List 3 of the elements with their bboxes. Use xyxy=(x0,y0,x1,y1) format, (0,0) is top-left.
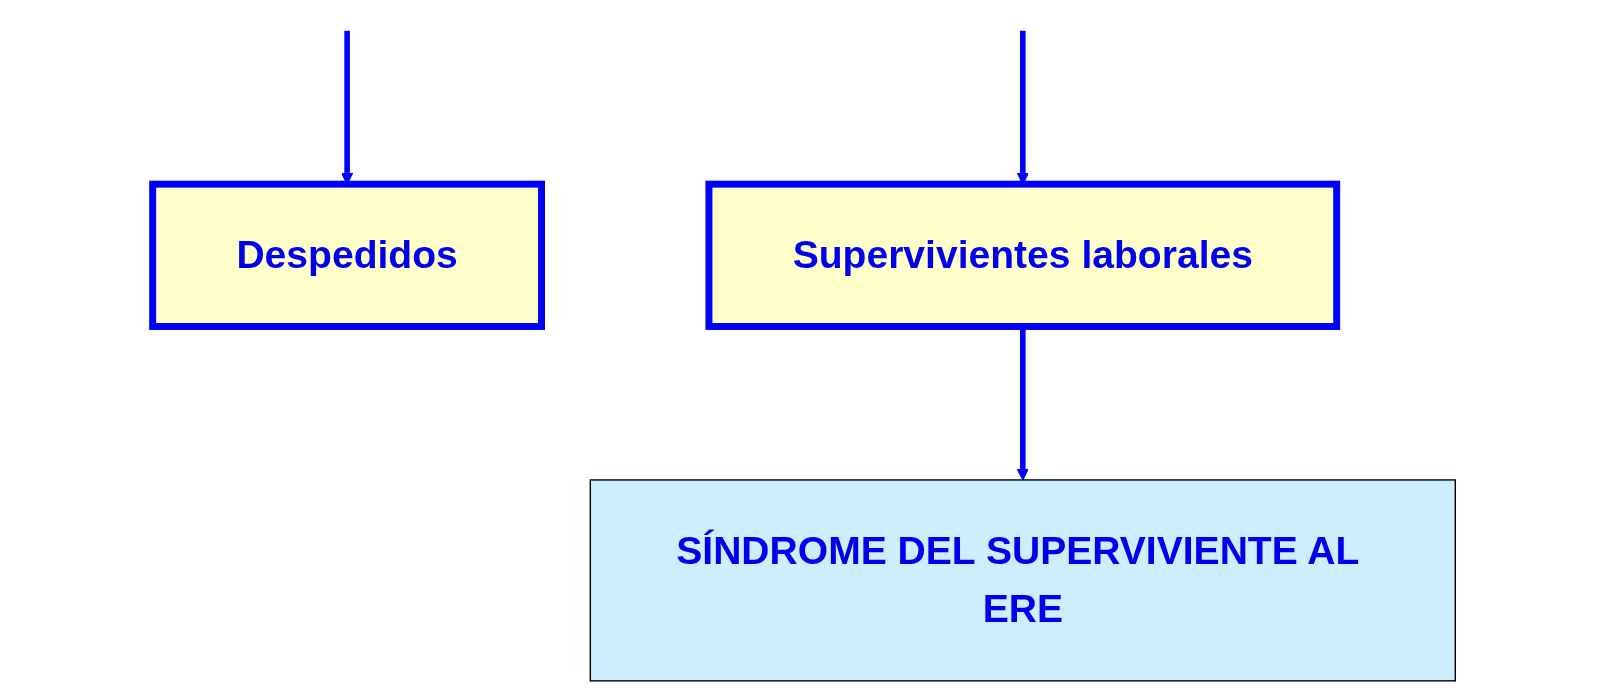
node-box: Supervivientes laborales xyxy=(705,180,1341,330)
node-box: SÍNDROME DEL SUPERVIVIENTE AL ERE xyxy=(589,479,1456,682)
node-box: Despedidos xyxy=(149,180,545,330)
